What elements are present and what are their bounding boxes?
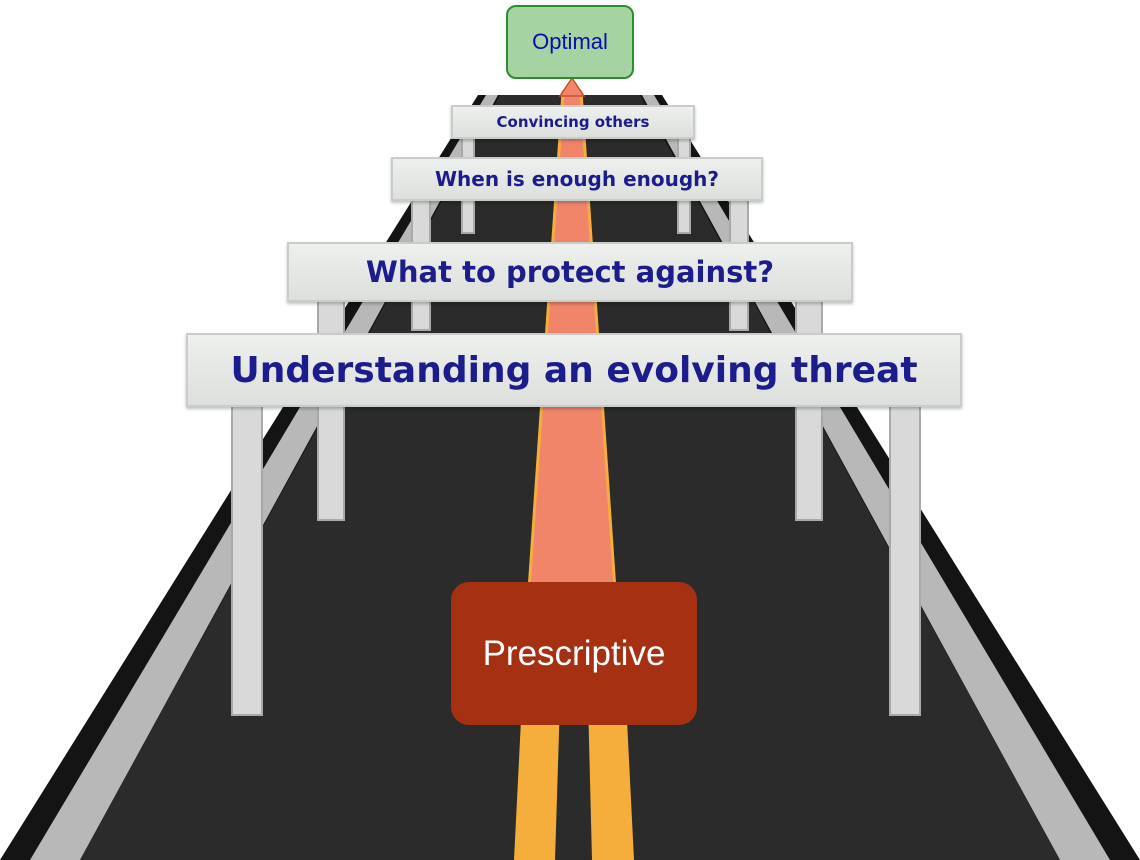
start-prescriptive-box: Prescriptive <box>451 582 697 725</box>
goal-optimal-box: Optimal <box>506 5 634 79</box>
left-lane-stripe <box>514 700 560 860</box>
hurdle-when-enough: When is enough enough? <box>391 157 763 201</box>
path-arrow-head <box>558 76 586 97</box>
hurdle-convincing-others: Convincing others <box>451 105 695 139</box>
hurdle-what-to-protect: What to protect against? <box>287 242 853 302</box>
hurdle-understanding-threat: Understanding an evolving threat <box>186 333 962 407</box>
right-lane-stripe <box>588 700 634 860</box>
